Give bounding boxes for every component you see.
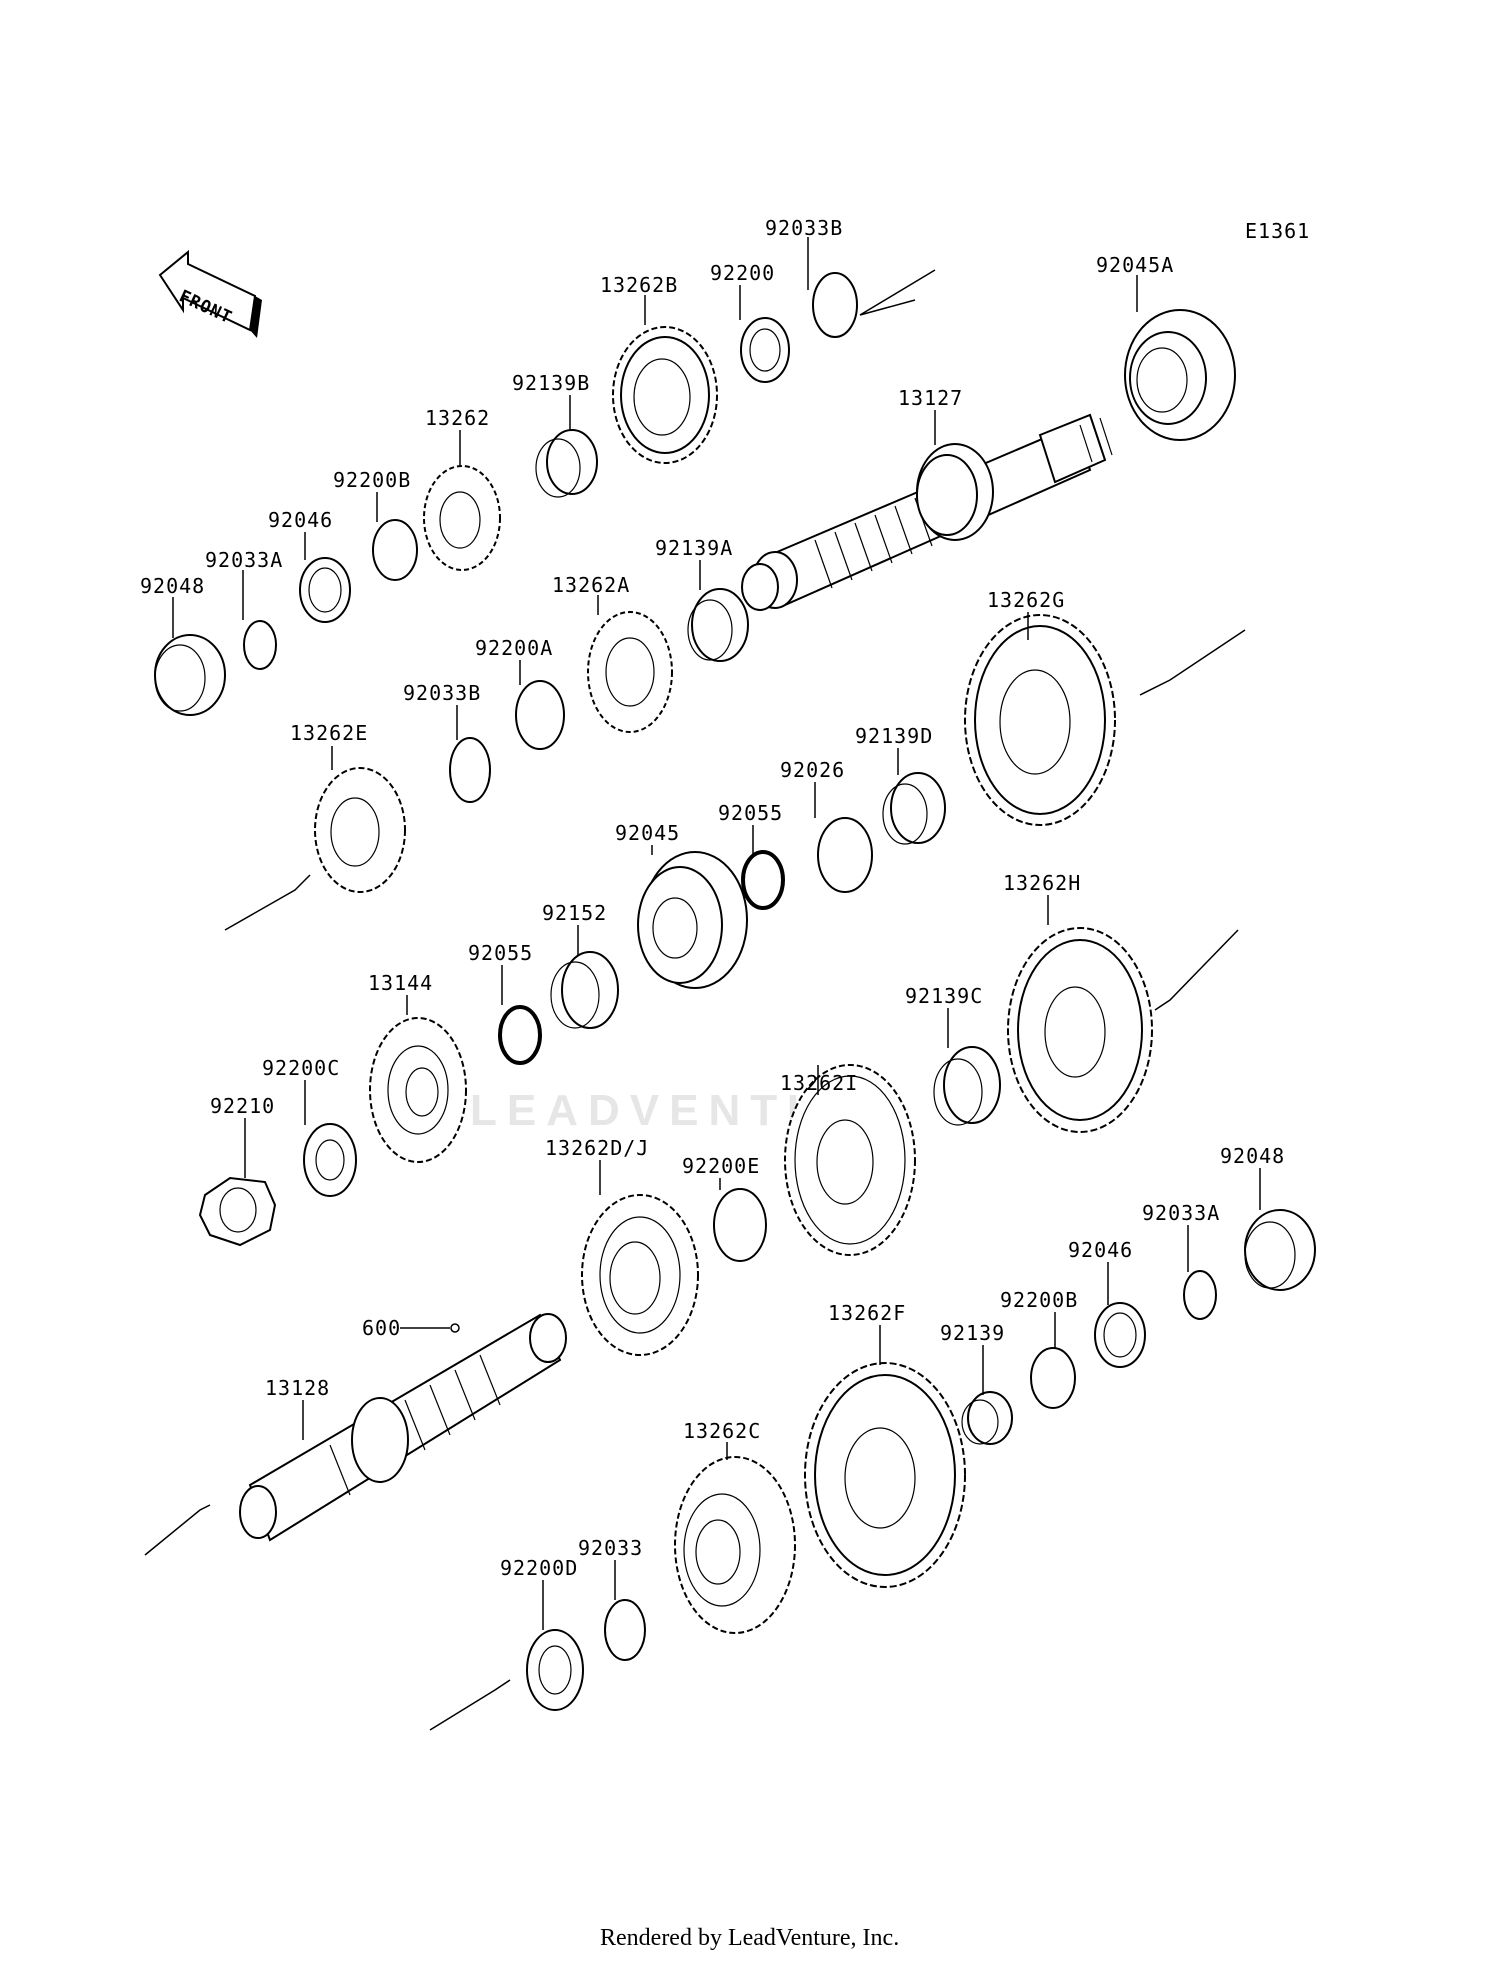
shaft-13128 bbox=[239, 1313, 567, 1542]
washer-92200A bbox=[515, 680, 565, 750]
washer-92200D bbox=[526, 1629, 584, 1711]
label-92046-bottom: 92046 bbox=[1068, 1238, 1133, 1262]
part-labels: 92033B 92200 13262B 92045A 92139B 13127 … bbox=[140, 216, 1285, 1580]
label-13144: 13144 bbox=[368, 971, 433, 995]
circlip-92033B-mid bbox=[449, 737, 491, 803]
sprocket-13144 bbox=[369, 1017, 467, 1163]
front-arrow-icon: FRONT bbox=[158, 249, 262, 338]
washer-92200 bbox=[740, 317, 790, 383]
label-92200A: 92200A bbox=[475, 636, 553, 660]
label-13262G: 13262G bbox=[987, 588, 1065, 612]
bearing-92045 bbox=[637, 851, 748, 989]
label-13127: 13127 bbox=[898, 386, 963, 410]
label-13262A: 13262A bbox=[552, 573, 630, 597]
label-92200: 92200 bbox=[710, 261, 775, 285]
label-92048-top: 92048 bbox=[140, 574, 205, 598]
label-600: 600 bbox=[362, 1316, 401, 1340]
label-92152: 92152 bbox=[542, 901, 607, 925]
washer-92200C bbox=[303, 1123, 357, 1197]
gear-13262E bbox=[314, 767, 406, 893]
label-92026: 92026 bbox=[780, 758, 845, 782]
collar-92048-bottom bbox=[1244, 1209, 1316, 1291]
needle-bearing-92046-top bbox=[299, 557, 351, 623]
label-92200B-bottom: 92200B bbox=[1000, 1288, 1078, 1312]
washer-92200E bbox=[713, 1188, 767, 1262]
gear-13262DJ bbox=[581, 1194, 699, 1356]
label-13262E: 13262E bbox=[290, 721, 368, 745]
bush-92139 bbox=[961, 1391, 1013, 1445]
diagram-code: E1361 bbox=[1245, 219, 1310, 243]
label-92200D: 92200D bbox=[500, 1556, 578, 1580]
footer-credit: Rendered by LeadVenture, Inc. bbox=[600, 1925, 899, 1951]
label-92139A: 92139A bbox=[655, 536, 733, 560]
oring-92055-top bbox=[741, 850, 785, 910]
collar-92152 bbox=[550, 951, 619, 1029]
oring-92055-mid bbox=[498, 1005, 542, 1065]
bush-92139D bbox=[882, 772, 946, 845]
gear-13262G bbox=[964, 614, 1116, 826]
circlip-92033B-top bbox=[812, 272, 858, 338]
label-13262DJ: 13262D/J bbox=[545, 1136, 649, 1160]
gear-13262F bbox=[804, 1362, 966, 1588]
label-92046-top: 92046 bbox=[268, 508, 333, 532]
circlip-92033A-bottom bbox=[1183, 1270, 1217, 1320]
label-92055-top: 92055 bbox=[718, 801, 783, 825]
bearing-92045A bbox=[1124, 309, 1236, 441]
label-13128: 13128 bbox=[265, 1376, 330, 1400]
bush-92139C bbox=[933, 1046, 1001, 1126]
label-92139D: 92139D bbox=[855, 724, 933, 748]
label-92139: 92139 bbox=[940, 1321, 1005, 1345]
washer-92026 bbox=[817, 817, 873, 893]
label-92045A: 92045A bbox=[1096, 253, 1174, 277]
gear-13262 bbox=[423, 465, 501, 571]
circlip-92033 bbox=[604, 1599, 646, 1661]
gear-13262H bbox=[1007, 927, 1153, 1133]
gear-13262C bbox=[674, 1456, 796, 1634]
gear-13262B bbox=[612, 326, 718, 464]
label-92033A-top: 92033A bbox=[205, 548, 283, 572]
label-92210: 92210 bbox=[210, 1094, 275, 1118]
label-92033: 92033 bbox=[578, 1536, 643, 1560]
nut-92210 bbox=[198, 1176, 277, 1247]
label-13262H: 13262H bbox=[1003, 871, 1081, 895]
shaft-13127 bbox=[741, 413, 1113, 611]
label-92048-bottom: 92048 bbox=[1220, 1144, 1285, 1168]
label-13262F: 13262F bbox=[828, 1301, 906, 1325]
bush-92139A bbox=[687, 588, 749, 662]
label-13262B: 13262B bbox=[600, 273, 678, 297]
label-92200B-top: 92200B bbox=[333, 468, 411, 492]
washer-92200B-bottom bbox=[1030, 1347, 1076, 1409]
label-92045: 92045 bbox=[615, 821, 680, 845]
label-13262I: 13262I bbox=[780, 1071, 858, 1095]
label-92200C: 92200C bbox=[262, 1056, 340, 1080]
label-92033B-mid: 92033B bbox=[403, 681, 481, 705]
washer-92200B-top bbox=[372, 519, 418, 581]
label-92055-mid: 92055 bbox=[468, 941, 533, 965]
bush-92139B bbox=[535, 429, 598, 498]
label-92033B-top: 92033B bbox=[765, 216, 843, 240]
collar-92048-top bbox=[154, 634, 226, 716]
gear-13262I bbox=[784, 1064, 916, 1256]
guide-lines bbox=[144, 237, 1261, 1731]
label-92139B: 92139B bbox=[512, 371, 590, 395]
label-92033A-bottom: 92033A bbox=[1142, 1201, 1220, 1225]
label-13262: 13262 bbox=[425, 406, 490, 430]
needle-bearing-92046-bottom bbox=[1094, 1302, 1146, 1368]
label-13262C: 13262C bbox=[683, 1419, 761, 1443]
gear-13262A bbox=[587, 611, 673, 733]
circlip-92033A-top bbox=[243, 620, 277, 670]
label-92200E: 92200E bbox=[682, 1154, 760, 1178]
label-92139C: 92139C bbox=[905, 984, 983, 1008]
